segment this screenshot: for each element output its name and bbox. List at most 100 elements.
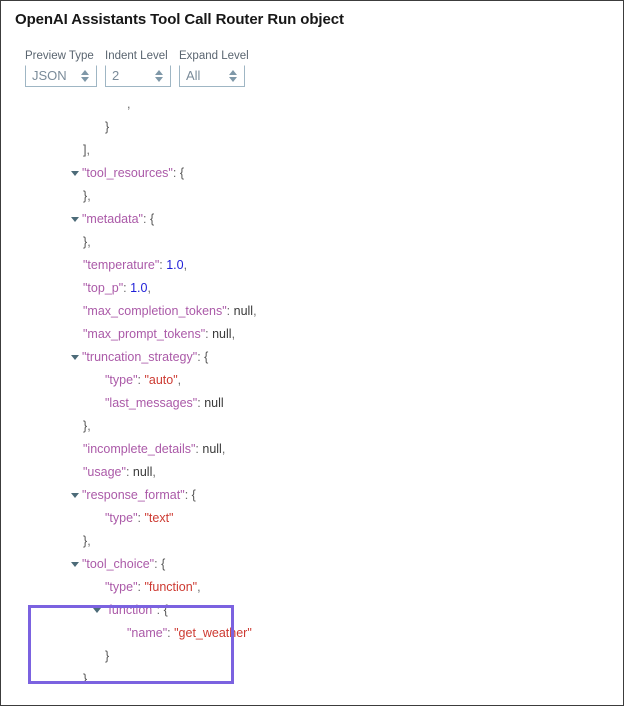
json-token-brc: } [105, 120, 110, 134]
json-token-pun: , [87, 419, 91, 433]
disclosure-triangle-icon[interactable] [93, 608, 101, 613]
json-token-num: 1.0 [166, 258, 184, 272]
json-token-pun: , [87, 534, 91, 548]
json-token-brc: } [83, 189, 88, 203]
json-token-k: "type" [105, 580, 138, 594]
json-token-pun: , [127, 97, 131, 111]
disclosure-triangle-icon[interactable] [71, 562, 79, 567]
json-token-brc: { [163, 603, 168, 617]
json-line: }, [1, 530, 623, 553]
json-token-brc: { [179, 166, 185, 180]
json-line: }, [1, 415, 623, 438]
json-line: "truncation_strategy": { [1, 346, 623, 369]
json-token-k: "usage" [83, 465, 126, 479]
json-token-k: "tool_resources" [82, 166, 173, 180]
page-title: OpenAI Assistants Tool Call Router Run o… [15, 11, 344, 28]
json-line: }, [1, 185, 623, 208]
control-expand-level: Expand Level All [179, 49, 249, 87]
json-token-pun: : [172, 166, 180, 180]
caret-down-icon [229, 77, 237, 82]
expand-level-stepper[interactable]: All [179, 65, 245, 87]
json-line: "temperature": 1.0, [1, 254, 623, 277]
spinner-icon[interactable] [152, 70, 170, 82]
json-token-k: "tool_choice" [82, 557, 155, 571]
json-token-k: "max_completion_tokens" [83, 304, 227, 318]
disclosure-triangle-icon[interactable] [71, 493, 79, 498]
json-token-pun: : [137, 511, 145, 525]
caret-up-icon [229, 70, 237, 75]
json-token-k: "name" [127, 626, 168, 640]
json-preview[interactable]: ,}], "tool_resources": {}, "metadata": {},… [1, 93, 623, 683]
json-line: "type": "function", [1, 576, 623, 599]
json-line: ], [1, 139, 623, 162]
json-token-brc: { [191, 488, 196, 502]
json-token-brc: } [83, 419, 88, 433]
json-token-pun: , [231, 327, 236, 341]
disclosure-triangle-icon[interactable] [71, 171, 79, 176]
json-token-brc: } [83, 235, 88, 249]
json-token-pun: : [205, 327, 213, 341]
json-line: "function": { [1, 599, 623, 622]
json-token-pun: , [147, 281, 151, 295]
json-line: "max_prompt_tokens": null, [1, 323, 623, 346]
json-token-nul: null [204, 396, 224, 410]
json-token-k: "last_messages" [105, 396, 198, 410]
json-line: } [1, 645, 623, 668]
json-token-str: "get_weather" [174, 626, 252, 640]
json-token-k: "metadata" [82, 212, 143, 226]
json-token-num: 1.0 [130, 281, 148, 295]
spinner-icon[interactable] [226, 70, 244, 82]
json-line: "max_completion_tokens": null, [1, 300, 623, 323]
json-line: "top_p": 1.0, [1, 277, 623, 300]
control-indent-level: Indent Level 2 [105, 49, 171, 87]
json-line: }, [1, 668, 623, 683]
json-token-k: "truncation_strategy" [82, 350, 198, 364]
json-token-k: "top_p" [83, 281, 124, 295]
json-token-pun: : [167, 626, 175, 640]
json-token-pun: : [154, 557, 162, 571]
indent-level-label: Indent Level [105, 50, 168, 62]
caret-up-icon [81, 70, 89, 75]
json-token-k: "type" [105, 511, 138, 525]
expand-level-value: All [186, 68, 201, 83]
json-token-brc: } [83, 672, 88, 683]
expand-level-label: Expand Level [179, 50, 249, 62]
json-token-nul: null [202, 442, 222, 456]
json-token-pun: : [226, 304, 234, 318]
json-line: "last_messages": null [1, 392, 623, 415]
json-token-pun: : [195, 442, 203, 456]
json-line: }, [1, 231, 623, 254]
json-token-pun: , [177, 373, 182, 387]
control-preview-type: Preview Type JSON [25, 49, 97, 87]
json-token-brc: } [105, 649, 110, 663]
preview-type-select[interactable]: JSON [25, 65, 97, 87]
disclosure-triangle-icon[interactable] [71, 355, 79, 360]
json-token-nul: null [212, 327, 232, 341]
json-token-brc: { [204, 350, 209, 364]
json-token-brc: ] [83, 143, 87, 157]
spinner-icon[interactable] [78, 70, 96, 82]
json-token-pun: , [86, 143, 90, 157]
json-token-pun: , [87, 672, 91, 683]
caret-down-icon [81, 77, 89, 82]
json-token-k: "type" [105, 373, 138, 387]
json-token-pun: : [197, 396, 205, 410]
json-token-pun: , [183, 258, 188, 272]
caret-up-icon [155, 70, 163, 75]
json-token-pun: : [156, 603, 164, 617]
indent-level-stepper[interactable]: 2 [105, 65, 171, 87]
json-line: "response_format": { [1, 484, 623, 507]
json-token-pun: : [137, 373, 145, 387]
json-line: , [1, 93, 623, 116]
json-token-pun: , [221, 442, 226, 456]
indent-level-value: 2 [112, 68, 120, 83]
disclosure-triangle-icon[interactable] [71, 217, 79, 222]
json-line: "usage": null, [1, 461, 623, 484]
json-token-brc: { [161, 557, 166, 571]
json-token-k: "function" [104, 603, 157, 617]
json-line: "type": "auto", [1, 369, 623, 392]
json-token-pun: : [137, 580, 145, 594]
json-line: "tool_choice": { [1, 553, 623, 576]
json-token-brc: { [149, 212, 155, 226]
